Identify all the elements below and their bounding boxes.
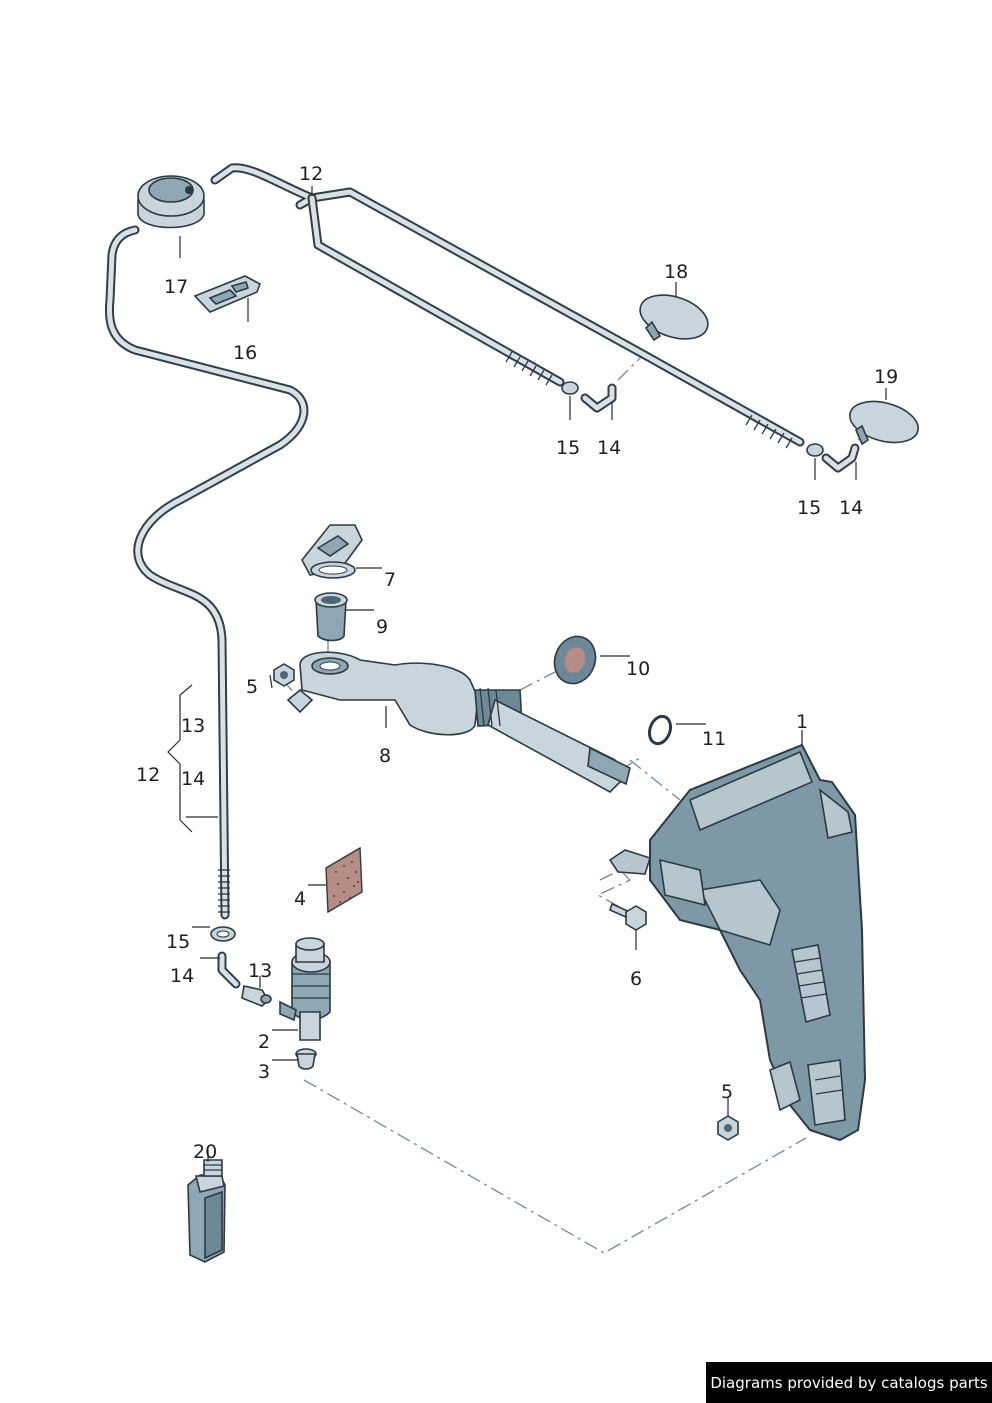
callout-15-upper-left: 15 xyxy=(556,437,580,459)
spray-nozzle-19 xyxy=(849,400,919,446)
callout-14-upper-right: 14 xyxy=(839,497,863,519)
vent-cap-17 xyxy=(137,175,205,229)
upper-hose xyxy=(210,163,805,449)
lower-connector-13 xyxy=(241,985,272,1007)
upper-hose-thread-left xyxy=(505,351,553,386)
callout-11: 11 xyxy=(702,728,726,750)
callout-20: 20 xyxy=(193,1141,217,1163)
callout-13-lower: 13 xyxy=(248,960,272,982)
clip-16 xyxy=(193,275,261,313)
callout-10: 10 xyxy=(626,658,650,680)
filler-cap-7 xyxy=(301,524,363,579)
callout-17: 17 xyxy=(164,276,188,298)
callout-6: 6 xyxy=(630,968,642,990)
foam-pad-4 xyxy=(325,846,363,914)
callout-5-lower: 5 xyxy=(721,1081,733,1103)
lower-elbow-14 xyxy=(217,951,241,989)
nut-5-upper xyxy=(273,663,295,687)
grommet-3 xyxy=(295,1048,317,1070)
upper-hose-thread-right xyxy=(745,414,793,449)
credit-text: Diagrams provided by catalogs parts xyxy=(710,1373,988,1392)
callout-9: 9 xyxy=(376,616,388,638)
callout-12-top: 12 xyxy=(299,163,323,185)
callout-18: 18 xyxy=(664,261,688,283)
grommet-10 xyxy=(553,635,597,685)
fluid-bottle-20 xyxy=(187,1159,226,1263)
callout-2: 2 xyxy=(258,1031,270,1053)
filter-insert-9 xyxy=(314,592,348,642)
connector-elbow-right xyxy=(806,443,860,473)
callout-15-lower: 15 xyxy=(166,931,190,953)
callout-7: 7 xyxy=(384,569,396,591)
o-ring-11 xyxy=(647,714,673,746)
lower-clamp-15 xyxy=(210,926,236,942)
callout-14-upper-left: 14 xyxy=(597,437,621,459)
callout-3: 3 xyxy=(258,1061,270,1083)
callout-16: 16 xyxy=(233,342,257,364)
leader-lines xyxy=(179,186,887,1162)
main-hose xyxy=(104,225,309,920)
credit-banner: Diagrams provided by catalogs parts xyxy=(706,1362,992,1403)
callout-1: 1 xyxy=(796,711,808,733)
callout-8: 8 xyxy=(379,745,391,767)
washer-pump-2 xyxy=(279,937,331,1041)
range-bracket xyxy=(167,684,218,833)
callout-14-side: 14 xyxy=(181,768,205,790)
main-hose-thread xyxy=(218,869,230,913)
callout-4: 4 xyxy=(294,888,306,910)
washer-reservoir-1 xyxy=(608,743,867,1142)
bolt-6 xyxy=(609,902,647,931)
callout-5-upper: 5 xyxy=(246,676,258,698)
callout-19: 19 xyxy=(874,366,898,388)
spray-nozzle-18 xyxy=(639,294,709,342)
connector-elbow-left xyxy=(561,381,617,413)
nut-5-lower xyxy=(717,1115,739,1141)
filler-neck-8 xyxy=(286,651,631,793)
callout-labels: 1 2 3 4 5 5 6 7 8 9 10 11 12 12 13 13 14… xyxy=(136,163,898,1163)
callout-12-side: 12 xyxy=(136,764,160,786)
callout-14-lower: 14 xyxy=(170,965,194,987)
callout-15-upper-right: 15 xyxy=(797,497,821,519)
callout-13-side: 13 xyxy=(181,715,205,737)
